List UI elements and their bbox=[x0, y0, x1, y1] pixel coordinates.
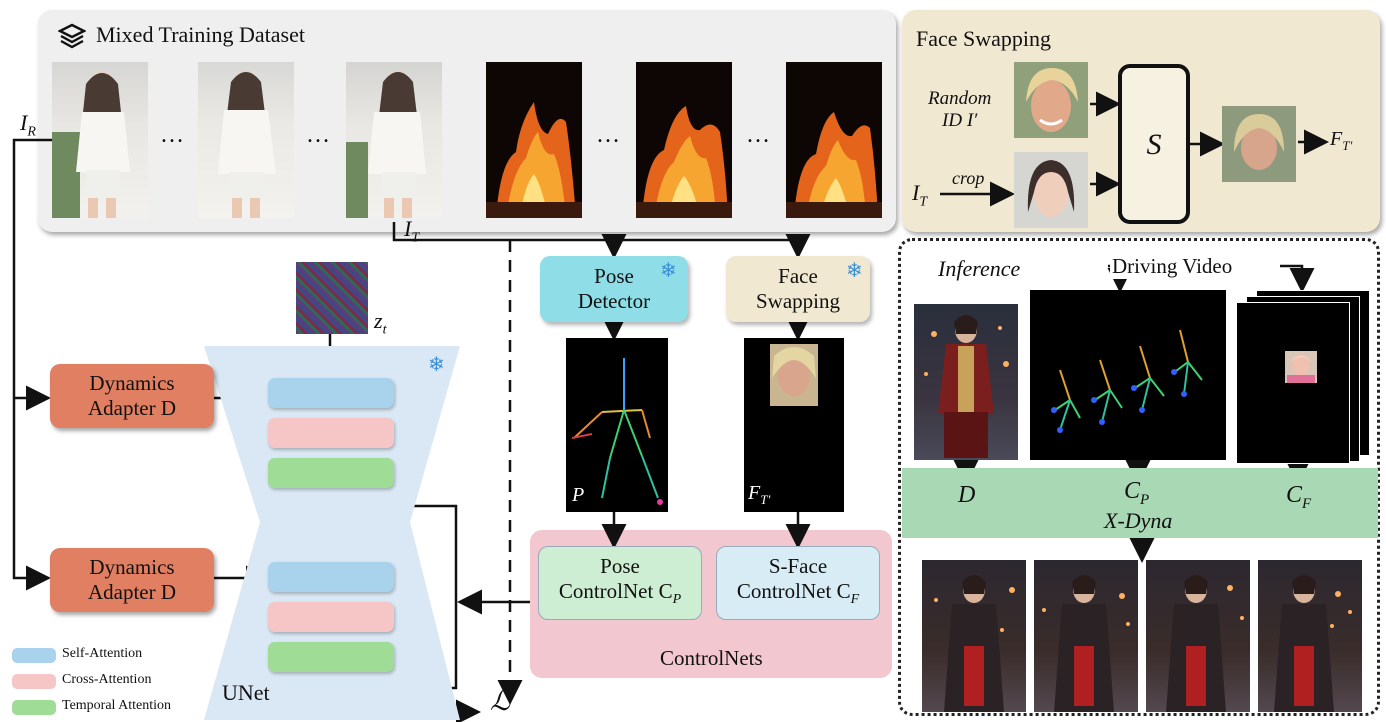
legend-temporal-attention-swatch bbox=[12, 700, 56, 715]
legend-self-attention: Self-Attention bbox=[62, 646, 143, 661]
label-z-t: zt bbox=[374, 308, 387, 338]
unet-temporal-attention-1 bbox=[268, 458, 394, 488]
random-id-face bbox=[1014, 62, 1088, 138]
face-swapping-snowflake-icon: ❄ bbox=[846, 258, 863, 282]
xdyna-bar bbox=[902, 468, 1378, 538]
legend-cross-attention-swatch bbox=[12, 674, 56, 689]
fs-label-i-t: IT bbox=[912, 180, 928, 210]
inference-panel bbox=[898, 238, 1380, 716]
generated-frame-3 bbox=[1146, 560, 1250, 712]
ellipsis-4: … bbox=[746, 122, 770, 148]
loss-symbol: ℒ bbox=[490, 686, 511, 717]
cropped-face bbox=[1014, 152, 1088, 228]
label-i-t: IT bbox=[404, 216, 420, 246]
dataset-title: Mixed Training Dataset bbox=[96, 22, 305, 47]
driving-pose-sequence bbox=[1030, 290, 1226, 460]
layers-icon bbox=[57, 22, 87, 50]
ellipsis-1: … bbox=[160, 122, 184, 148]
face-swapping-title: Face Swapping bbox=[916, 26, 1052, 51]
dataset-frame-human-2 bbox=[198, 62, 294, 218]
pose-controlnet: Pose ControlNet CP bbox=[538, 546, 702, 620]
unet-self-attention-2 bbox=[268, 562, 394, 592]
crop-label: crop bbox=[952, 168, 985, 188]
ellipsis-2: … bbox=[306, 122, 330, 148]
legend-cross-attention: Cross-Attention bbox=[62, 672, 152, 687]
legend-self-attention-swatch bbox=[12, 648, 56, 663]
unet-self-attention-1 bbox=[268, 378, 394, 408]
sface-controlnet: S-Face ControlNet CF bbox=[716, 546, 880, 620]
unet-cross-attention-1 bbox=[268, 418, 394, 448]
driving-face-frame bbox=[1236, 302, 1350, 464]
dataset-frame-human-1 bbox=[52, 62, 148, 218]
noise-latent bbox=[296, 262, 368, 334]
pose-map bbox=[566, 338, 668, 512]
inference-label-cp: CP bbox=[1124, 478, 1150, 508]
generated-frame-2 bbox=[1034, 560, 1138, 712]
swap-model-s: S bbox=[1118, 64, 1190, 224]
generated-frame-1 bbox=[922, 560, 1026, 712]
unet-label: UNet bbox=[222, 680, 270, 705]
fs-label-f-t-prime: FT′ bbox=[1330, 128, 1353, 153]
unet-frozen-snowflake-icon: ❄ bbox=[428, 352, 445, 376]
reference-character-image bbox=[914, 304, 1018, 460]
xdyna-label: X-Dyna bbox=[1104, 508, 1173, 533]
label-i-r: IR bbox=[20, 110, 36, 140]
inference-label-cf: CF bbox=[1286, 482, 1312, 512]
label-f-t-prime: FT′ bbox=[748, 482, 771, 507]
inference-label-d: D bbox=[958, 482, 976, 508]
controlnets-label: ControlNets bbox=[660, 646, 763, 670]
random-id-label: Random ID I′ bbox=[928, 88, 992, 131]
dataset-frame-human-3 bbox=[346, 62, 442, 218]
generated-frame-4 bbox=[1258, 560, 1362, 712]
mixed-training-dataset-panel bbox=[38, 10, 896, 232]
unet-cross-attention-2 bbox=[268, 602, 394, 632]
unet-temporal-attention-2 bbox=[268, 642, 394, 672]
dataset-frame-fire-1 bbox=[486, 62, 582, 218]
swapped-face-output bbox=[1222, 106, 1296, 182]
driving-video-label: Driving Video bbox=[1110, 254, 1235, 279]
dataset-frame-fire-2 bbox=[636, 62, 732, 218]
label-p: P bbox=[572, 484, 585, 506]
legend-temporal-attention: Temporal Attention bbox=[62, 698, 172, 713]
pose-detector-snowflake-icon: ❄ bbox=[660, 258, 677, 282]
dataset-frame-fire-3 bbox=[786, 62, 882, 218]
ellipsis-3: … bbox=[596, 122, 620, 148]
swapped-face-map bbox=[744, 338, 844, 512]
inference-title: Inference bbox=[938, 256, 1021, 281]
